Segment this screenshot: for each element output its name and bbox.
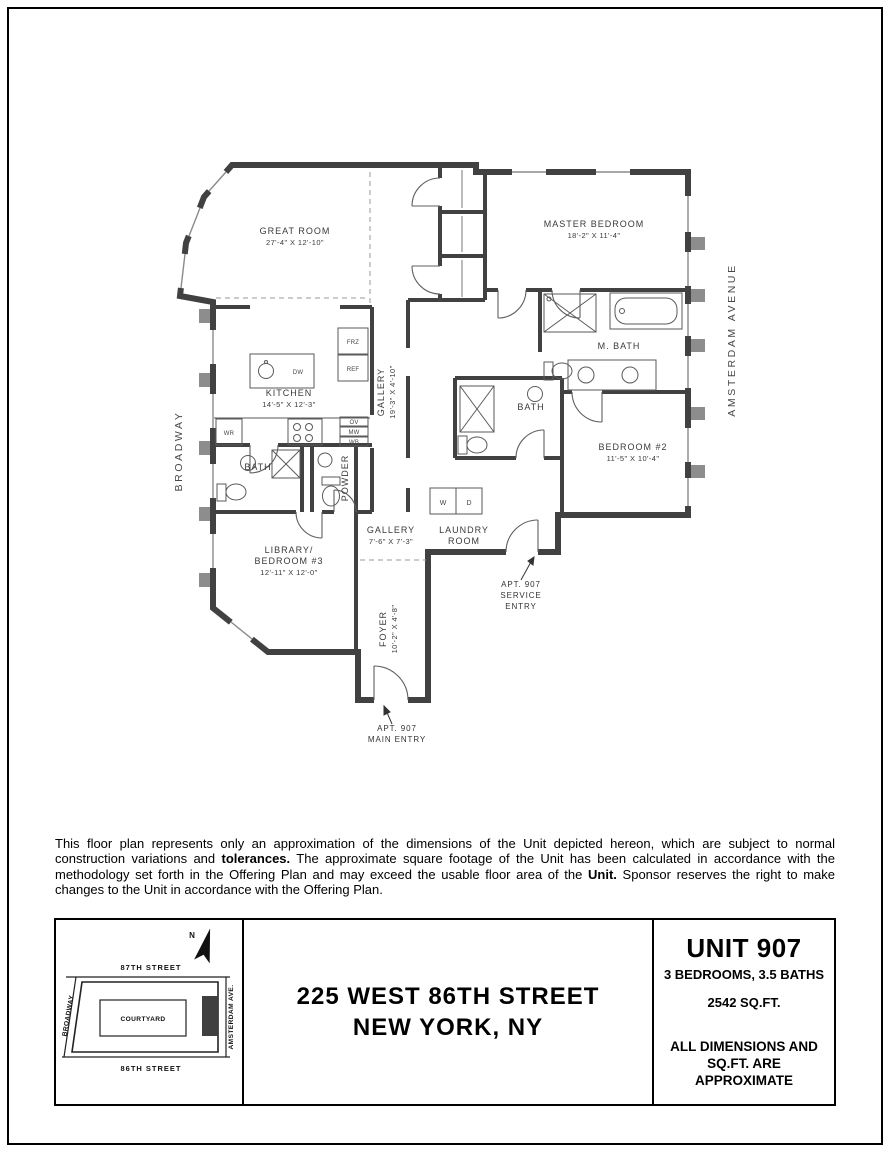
street-labels: BROADWAY AMSTERDAM AVENUE	[173, 263, 738, 491]
unit-number: UNIT 907	[686, 933, 802, 963]
library-dims: 12'-11" X 12'-0"	[260, 568, 317, 577]
entry-labels: APT. 907 SERVICE ENTRY APT. 907 MAIN ENT…	[368, 580, 541, 744]
master-bedroom-dims: 18'-2" X 11'-4"	[568, 231, 621, 240]
key-map-streets	[62, 976, 230, 1058]
dishwasher-label: DW	[293, 370, 304, 376]
service-entry-line3: ENTRY	[505, 602, 536, 611]
city-block: COURTYARD	[71, 981, 219, 1053]
main-entry-line1: APT. 907	[377, 724, 417, 733]
disclaimer-part3: Sponsor reserves the right to make chang…	[55, 866, 835, 898]
street-87th-label: 87TH STREET	[120, 963, 181, 972]
gallery2-dims: 7'-6" X 7'-3"	[369, 537, 413, 546]
doors	[249, 177, 603, 701]
dashed-lines	[216, 172, 426, 561]
broadway-label: BROADWAY	[173, 411, 185, 492]
street-86th-label: 86TH STREET	[120, 1064, 181, 1073]
title-block: N COURTYARD 87TH STREET 86TH STREET BROA…	[54, 918, 836, 1106]
bedroom2-label: BEDROOM #2	[598, 442, 667, 452]
page-border	[7, 7, 883, 1145]
laundry-label-2: ROOM	[448, 536, 480, 546]
disclaimer-part1: This floor plan represents only an appro…	[55, 836, 835, 867]
broadway-map-label: BROADWAY	[61, 994, 75, 1037]
center-bath-label: BATH	[517, 402, 544, 412]
washer-label: W	[440, 500, 447, 507]
address-line2: NEW YORK, NY	[352, 1013, 544, 1041]
building-location-marker	[202, 996, 218, 1036]
bedroom2-dims: 11'-5" X 10'-4"	[607, 454, 660, 463]
exterior-walls	[176, 162, 691, 703]
key-map: N COURTYARD 87TH STREET 86TH STREET BROA…	[61, 928, 235, 1073]
west-bath-label: BATH	[244, 462, 271, 472]
entry-arrows	[383, 555, 535, 725]
wall-pilasters	[199, 237, 705, 587]
gallery-dims: 19'-3" X 4'-10"	[388, 365, 397, 418]
library-label-1: LIBRARY/	[265, 545, 314, 555]
dimensions-note: ALL DIMENSIONS AND SQ.FT. ARE APPROXIMAT…	[660, 1038, 828, 1089]
great-room-dims: 27'-4" X 12'-10"	[266, 238, 324, 247]
kitchen-dims: 14'-5" X 12'-3"	[262, 400, 315, 409]
service-entry-line2: SERVICE	[500, 591, 541, 600]
great-room-label: GREAT ROOM	[260, 226, 331, 236]
refrigerator-label: REF	[347, 367, 360, 373]
appliance-labels: FRZ REF DW WR OV MW WB W D	[224, 340, 472, 507]
master-bedroom-label: MASTER BEDROOM	[544, 219, 645, 229]
disclaimer-bold1: tolerances.	[221, 851, 291, 867]
gallery2-label: GALLERY	[367, 525, 415, 535]
main-entry-line2: MAIN ENTRY	[368, 735, 426, 744]
laundry-label-1: LAUNDRY	[439, 525, 489, 535]
disclaimer-bold2: Unit.	[588, 866, 617, 882]
warming-drawer-label: WB	[349, 440, 359, 446]
north-arrow: N	[189, 928, 211, 964]
dimensions-note-line1: ALL DIMENSIONS AND	[670, 1039, 818, 1054]
disclaimer-part2: The approximate square footage of the Un…	[55, 851, 835, 882]
wine-rack-label: WR	[224, 431, 235, 437]
gallery-label: GALLERY	[376, 368, 386, 416]
service-entry-line1: APT. 907	[501, 580, 541, 589]
square-footage: 2542 SQ.FT.	[707, 995, 781, 1010]
amsterdam-avenue-label: AMSTERDAM AVENUE	[726, 263, 738, 416]
library-label-2: BEDROOM #3	[254, 556, 323, 566]
oven-label: OV	[349, 420, 358, 426]
disclaimer-paragraph: This floor plan represents only an appro…	[55, 836, 835, 898]
dryer-label: D	[466, 500, 471, 507]
unit-info-cell: UNIT 907 3 BEDROOMS, 3.5 BATHS 2542 SQ.F…	[652, 920, 834, 1104]
freezer-label: FRZ	[347, 340, 359, 346]
foyer-dims: 10'-2" X 4'-8"	[390, 605, 399, 654]
bath-fixtures	[216, 292, 683, 515]
windows	[177, 168, 692, 704]
north-label: N	[189, 931, 195, 940]
dimensions-note-line2: SQ.FT. ARE APPROXIMATE	[694, 1056, 793, 1088]
foyer-label: FOYER	[378, 611, 388, 647]
microwave-label: MW	[348, 430, 359, 436]
room-labels: GREAT ROOM 27'-4" X 12'-10" MASTER BEDRO…	[244, 219, 667, 654]
key-map-cell: N COURTYARD 87TH STREET 86TH STREET BROA…	[56, 920, 244, 1104]
address-line1: 225 WEST 86TH STREET	[296, 982, 600, 1010]
address-cell: 225 WEST 86TH STREET NEW YORK, NY	[244, 920, 652, 1104]
kitchen-fixtures	[214, 327, 370, 447]
floor-plan: GREAT ROOM 27'-4" X 12'-10" MASTER BEDRO…	[173, 162, 738, 744]
powder-label: POWDER	[340, 455, 350, 502]
master-bath-label: M. BATH	[598, 341, 641, 351]
beds-baths: 3 BEDROOMS, 3.5 BATHS	[663, 967, 825, 982]
kitchen-label: KITCHEN	[266, 388, 313, 398]
amsterdam-map-label: AMSTERDAM AVE.	[228, 985, 235, 1050]
courtyard-label: COURTYARD	[120, 1016, 165, 1023]
